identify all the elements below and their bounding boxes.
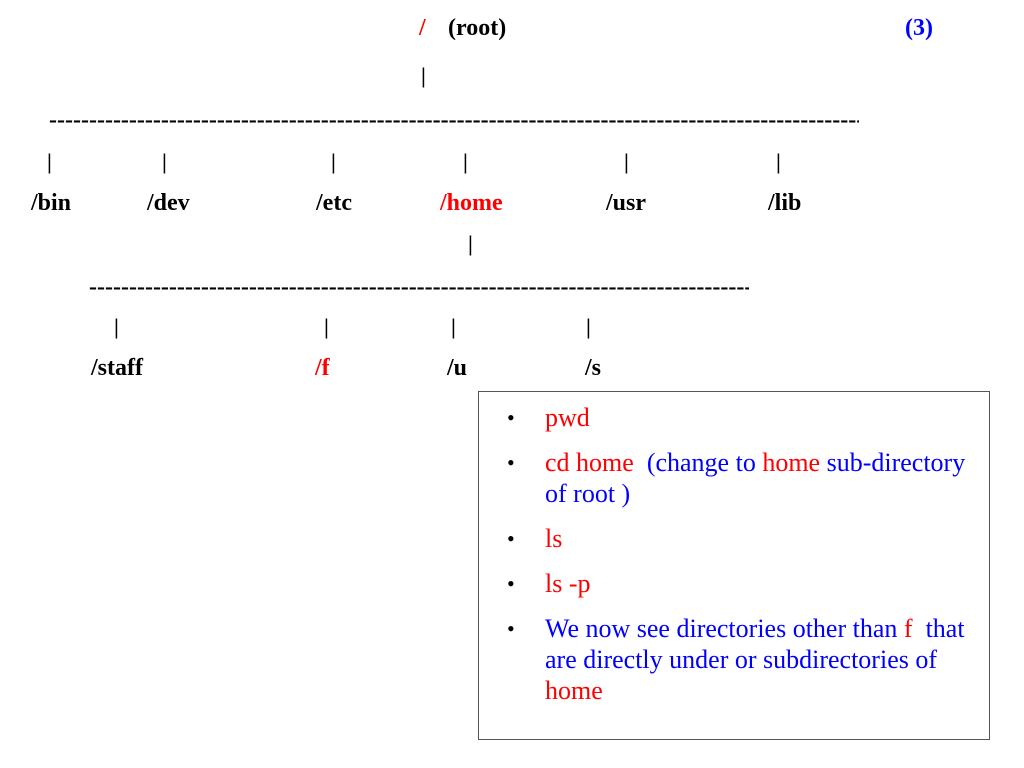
bullet-icon: • (507, 450, 515, 475)
connector-home: | (463, 149, 468, 174)
notes-list: • pwd • cd home (change to home sub-dire… (479, 392, 989, 706)
dir-usr: /usr (606, 190, 647, 216)
connector-lib: | (776, 149, 781, 174)
connector-f: | (324, 314, 329, 339)
root-label: (root) (448, 15, 507, 41)
root-slash: / (419, 15, 426, 41)
note-text: sub-directory of root ) (545, 448, 966, 508)
note-text: ls -p (545, 569, 591, 598)
root-connector: | (421, 63, 426, 88)
level1-branch-line: ----------------------------------------… (49, 110, 859, 130)
dir-bin: /bin (31, 190, 72, 216)
dir-lib: /lib (768, 190, 802, 216)
bullet-icon: • (507, 571, 515, 596)
note-text: f (903, 614, 913, 643)
connector-etc: | (331, 149, 336, 174)
note-text: home (545, 676, 603, 705)
note-ls: • ls (505, 523, 979, 554)
dir-dev: /dev (147, 190, 190, 216)
note-text: ls (545, 524, 563, 553)
bullet-icon: • (507, 405, 515, 430)
connector-bin: | (47, 149, 52, 174)
connector-staff: | (114, 314, 119, 339)
note-cd-home: • cd home (change to home sub-directory … (505, 447, 979, 509)
level2-branch-line: ----------------------------------------… (89, 277, 749, 297)
note-text: We now see directories other than (545, 614, 904, 643)
dir-home: /home (440, 190, 503, 216)
note-explanation: • We now see directories other than f th… (505, 613, 979, 706)
notes-box: • pwd • cd home (change to home sub-dire… (478, 391, 990, 740)
note-text: (change to (633, 448, 763, 477)
slide-number: (3) (905, 15, 933, 41)
bullet-icon: • (507, 526, 515, 551)
dir-staff: /staff (91, 355, 143, 381)
connector-dev: | (162, 149, 167, 174)
note-text: cd home (545, 448, 634, 477)
note-pwd: • pwd (505, 402, 979, 433)
bullet-icon: • (507, 616, 515, 641)
dir-u: /u (447, 355, 468, 381)
connector-u: | (451, 314, 456, 339)
note-text: home (762, 448, 821, 477)
home-connector: | (468, 231, 473, 256)
connector-s: | (586, 314, 591, 339)
dir-s: /s (585, 355, 602, 381)
dir-etc: /etc (316, 190, 352, 216)
note-ls-p: • ls -p (505, 568, 979, 599)
note-text: that are directly under or subdirectorie… (545, 614, 972, 674)
connector-usr: | (624, 149, 629, 174)
note-text: pwd (545, 403, 590, 432)
dir-f: /f (315, 355, 330, 381)
